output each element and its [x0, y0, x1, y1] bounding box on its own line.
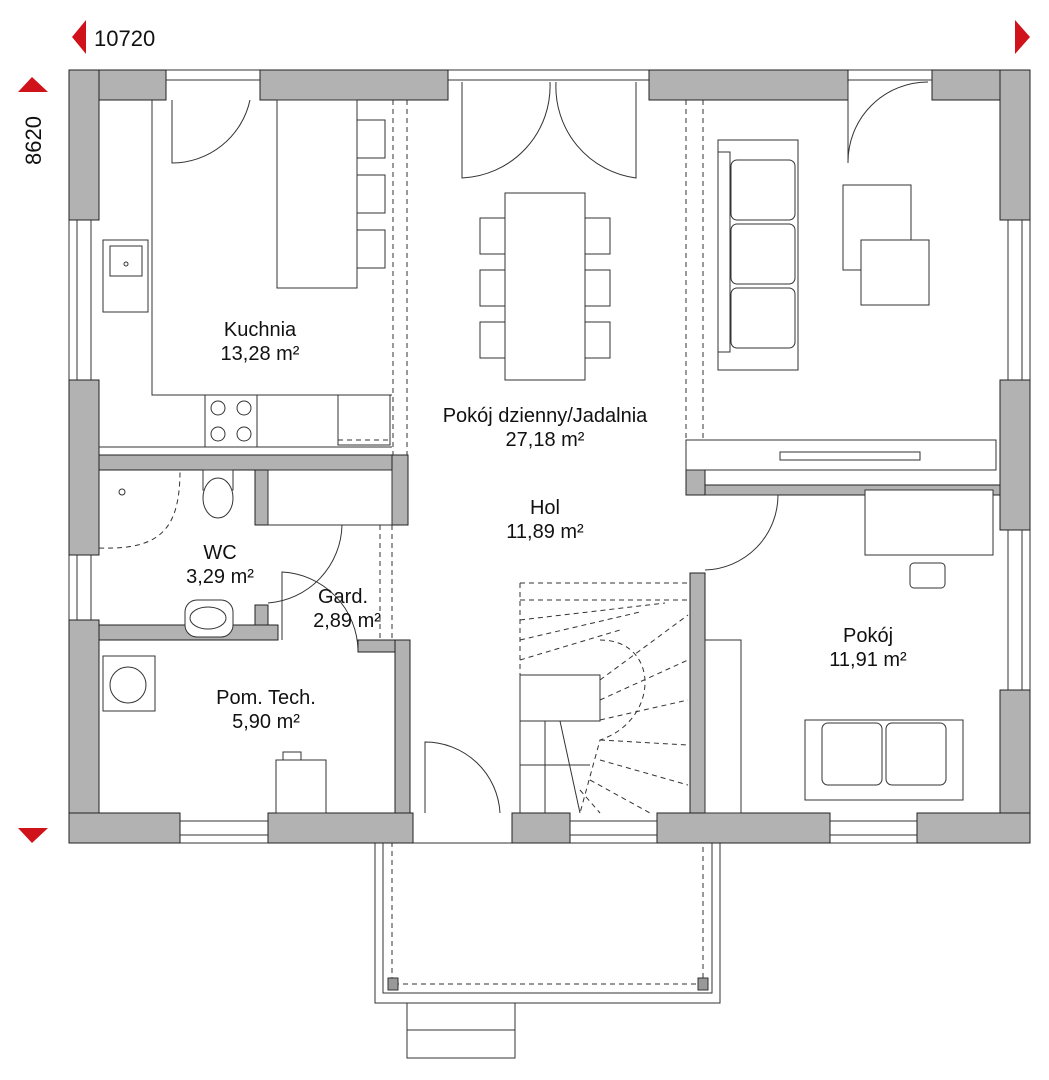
arrow-up-icon — [18, 77, 48, 92]
bedroom-furniture — [704, 489, 994, 814]
kitchen-furniture — [99, 99, 392, 448]
room-area-tech: 5,90 m² — [232, 711, 300, 733]
room-labels: Kuchnia 13,28 m² Pokój dzienny/Jadalnia … — [186, 319, 907, 733]
room-area-gard: 2,89 m² — [313, 610, 381, 632]
wc-fixtures — [102, 469, 393, 814]
doors — [171, 81, 929, 814]
arrow-down-icon — [18, 828, 48, 843]
room-name-living: Pokój dzienny/Jadalnia — [443, 405, 648, 427]
living-furniture — [685, 139, 997, 471]
room-area-hol: 11,89 m² — [506, 521, 584, 543]
room-area-living: 27,18 m² — [506, 429, 585, 451]
dining-table — [479, 192, 611, 381]
porch — [374, 842, 721, 1059]
staircase — [519, 582, 690, 814]
height-dimension: 8620 — [21, 116, 46, 165]
width-dimension: 10720 — [94, 26, 155, 51]
room-name-pokoj: Pokój — [843, 625, 893, 647]
room-area-kuchnia: 13,28 m² — [221, 343, 300, 365]
cooktop — [204, 394, 258, 448]
room-name-tech: Pom. Tech. — [216, 687, 316, 709]
room-name-gard: Gard. — [318, 586, 368, 608]
room-area-wc: 3,29 m² — [186, 566, 254, 588]
room-area-pokoj: 11,91 m² — [829, 649, 907, 671]
zone-lines — [98, 100, 704, 640]
kitchen-island — [276, 99, 358, 289]
arrow-left-icon — [72, 20, 86, 54]
desk — [864, 489, 994, 556]
arrow-right-icon — [1015, 20, 1030, 54]
windows — [76, 79, 1023, 836]
room-name-hol: Hol — [530, 497, 560, 519]
room-name-wc: WC — [203, 542, 236, 564]
room-name-kuchnia: Kuchnia — [224, 319, 297, 341]
